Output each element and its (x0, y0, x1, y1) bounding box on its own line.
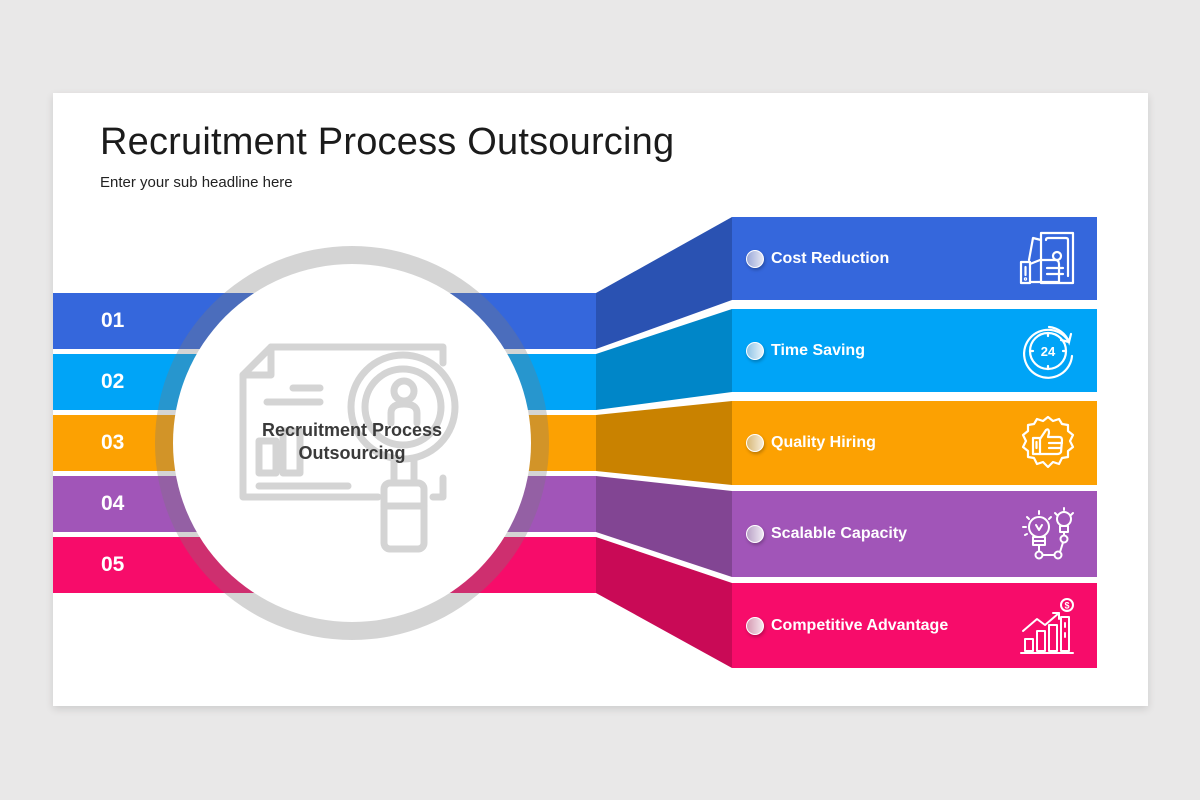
benefit-box-time-saving: Time Saving 24 (732, 309, 1097, 392)
benefit-box-cost-reduction: Cost Reduction (732, 217, 1097, 300)
connector-04 (596, 476, 732, 577)
money-hand-icon (1019, 231, 1075, 284)
svg-text:$: $ (1064, 600, 1069, 610)
benefit-label: Competitive Advantage (771, 616, 949, 634)
24-hour-clock-icon: 24 (1023, 325, 1074, 379)
growth-chart-dollar-icon: $ (1020, 597, 1074, 654)
document-magnifier-person-icon (239, 343, 459, 553)
benefit-box-quality-hiring: Quality Hiring (732, 401, 1097, 485)
connector-02 (596, 309, 732, 410)
step-number-05: 05 (101, 553, 125, 576)
benefit-label: Scalable Capacity (771, 525, 908, 542)
connector-03 (596, 401, 732, 485)
step-number-01: 01 (101, 309, 125, 332)
step-number-03: 03 (101, 431, 125, 454)
box-bg-05 (732, 583, 1097, 668)
svg-text:24: 24 (1041, 344, 1056, 359)
benefit-label: Time Saving (771, 341, 865, 359)
center-label-line2: Outsourcing (298, 443, 406, 463)
funnel-diagram (53, 217, 1097, 668)
lightbulbs-network-icon (1022, 507, 1074, 560)
step-number-04: 04 (101, 492, 125, 515)
slide-subtitle: Enter your sub headline here (100, 174, 293, 191)
center-label-line1: Recruitment Process (261, 420, 443, 440)
benefit-box-scalable-capacity: Scalable Capacity (732, 491, 1097, 577)
bullet-icon (746, 525, 764, 543)
benefit-label: Quality Hiring (771, 434, 876, 451)
box-bg-04 (732, 491, 1097, 577)
benefit-box-competitive-advantage: Competitive Advantage $ (732, 583, 1097, 668)
box-bg-01 (732, 217, 1097, 300)
thumbs-up-badge-icon (1021, 415, 1075, 469)
bullet-icon (746, 341, 764, 360)
center-label: Recruitment Process Outsourcing (223, 419, 481, 465)
slide: Recruitment Process Outsourcing Enter yo… (53, 93, 1148, 706)
connector-05 (596, 537, 732, 668)
bullet-icon (746, 434, 764, 452)
benefit-label: Cost Reduction (771, 249, 890, 267)
connector-01 (596, 217, 732, 349)
slide-title: Recruitment Process Outsourcing (100, 121, 675, 163)
step-number-02: 02 (101, 370, 125, 393)
bullet-icon (746, 249, 764, 268)
box-bg-02 (732, 309, 1097, 392)
bullet-icon (746, 616, 764, 635)
